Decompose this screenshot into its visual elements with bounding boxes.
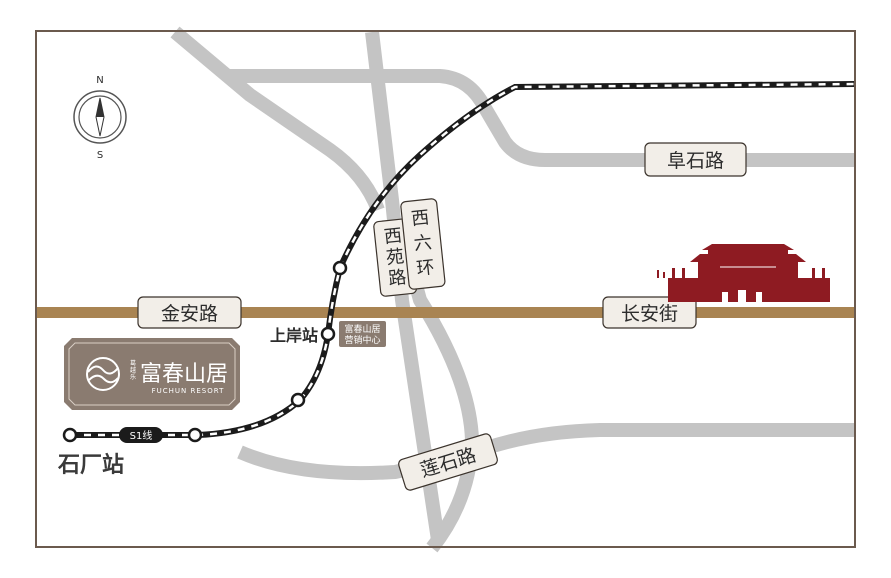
station-label-shichang: 石厂站 (57, 453, 124, 478)
road-label-jinan: 金安路 (137, 296, 242, 329)
station-dot-shichang[interactable] (62, 427, 78, 443)
fuchun-resort-logo: 葛 越 乐 富春山居 FUCHUN RESORT (64, 338, 240, 410)
sales-center-tag: 富春山居 营销中心 (339, 321, 386, 347)
sales-center-line2: 营销中心 (344, 334, 380, 346)
s1-rail-line (70, 81, 856, 438)
road-upper-curve (225, 69, 855, 167)
svg-text:六: 六 (413, 232, 433, 255)
s1-line-label: S1线 (130, 429, 153, 442)
logo-small-cn-1: 葛 (130, 359, 136, 367)
logo-small-cn-2: 越 (130, 366, 136, 374)
svg-text:苑: 苑 (385, 246, 405, 269)
road-label-fushi: 阜石路 (644, 142, 747, 177)
station-dot-2[interactable] (187, 427, 203, 443)
compass-north: N (96, 75, 103, 86)
logo-en-name: FUCHUN RESORT (152, 387, 225, 395)
station-dot-4[interactable] (332, 260, 348, 276)
logo-mountain-icon (86, 357, 120, 391)
road-label-changan: 长安街 (602, 296, 697, 329)
station-label-shangan: 上岸站 (270, 326, 318, 345)
svg-text:西: 西 (383, 225, 403, 248)
svg-text:长安街: 长安街 (621, 303, 678, 325)
station-dot-shangan[interactable] (320, 326, 336, 342)
compass-icon: N S (73, 75, 127, 161)
road-label-xiliuhuan: 西 六 环 (400, 198, 446, 290)
logo-small-cn-3: 乐 (130, 374, 136, 381)
compass-south: S (97, 150, 103, 161)
svg-text:西: 西 (410, 207, 430, 230)
svg-text:阜石路: 阜石路 (667, 150, 724, 172)
road-northwest-diagonal (170, 26, 385, 213)
logo-cn-name: 富春山居 (140, 362, 228, 387)
road-jinan-changan (36, 307, 856, 318)
station-dot-3[interactable] (290, 392, 306, 408)
svg-text:金安路: 金安路 (161, 303, 218, 325)
svg-text:环: 环 (415, 257, 435, 280)
svg-text:路: 路 (387, 267, 407, 290)
sales-center-line1: 富春山居 (344, 323, 380, 335)
tiananmen-landmark-icon (657, 244, 830, 302)
s1-line-tag: S1线 (119, 427, 163, 443)
map-frame (35, 30, 856, 548)
road-xiliuhuan (398, 243, 479, 553)
